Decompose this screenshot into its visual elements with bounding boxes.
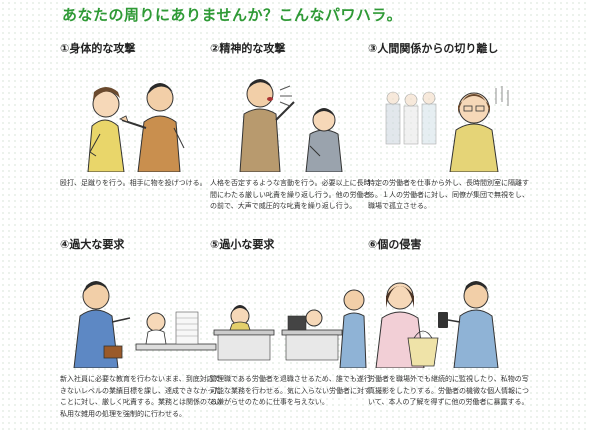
card-insufficient-demands: ⑤過小な要求 管理職である労働者を退職させるため、誰でも遂行可能な業務を行わせる… xyxy=(210,236,380,409)
card-heading: ①身体的な攻撃 xyxy=(60,42,136,55)
illustration-mental-attack xyxy=(210,64,370,172)
illustration-excessive-demands xyxy=(60,260,220,368)
card-description: 人格を否定するような言動を行う。必要以上に長時間にわたる厳しい叱責を繰り返し行う… xyxy=(210,179,371,210)
card-description: 殴打、足蹴りを行う。相手に物を投げつける。 xyxy=(60,179,207,187)
card-description: 管理職である労働者を退職させるため、誰でも遂行可能な業務を行わせる。気に入らない… xyxy=(210,375,371,406)
card-heading: ⑤過小な要求 xyxy=(210,238,275,251)
page-title: あなたの周りにありませんか？こんなパワハラ。 xyxy=(62,6,403,24)
card-mental-attack: ②精神的な攻撃 人格を否定するような言動を行う。必要以上に長時間にわたる厳しい叱… xyxy=(210,40,380,213)
card-privacy-invasion: ⑥個の侵害 労働者を職場外でも継続的に監視したり、私物の写真撮影をしたりする。労… xyxy=(368,236,538,409)
card-heading: ⑥個の侵害 xyxy=(368,238,422,251)
card-excessive-demands: ④過大な要求 新入社員に必要な教育を行わないまま、到底対応できないレベルの業績目… xyxy=(60,236,230,420)
illustration-insufficient-demands xyxy=(210,260,370,368)
card-heading: ②精神的な攻撃 xyxy=(210,42,286,55)
card-description: 労働者を職場外でも継続的に監視したり、私物の写真撮影をしたりする。労働者の機微な… xyxy=(368,375,529,406)
illustration-isolation xyxy=(368,64,528,172)
card-heading: ③人間関係からの切り離し xyxy=(368,42,499,55)
illustration-physical-attack xyxy=(60,64,220,172)
card-heading: ④過大な要求 xyxy=(60,238,125,251)
card-isolation: ③人間関係からの切り離し 特定の労働者を仕事から外し、長時間別室に隔離する。１人… xyxy=(368,40,538,213)
card-physical-attack: ①身体的な攻撃 殴打、足蹴りを行う。相手に物を投げつける。 xyxy=(60,40,230,190)
card-description: 新入社員に必要な教育を行わないまま、到底対応できないレベルの業績目標を課し、達成… xyxy=(60,375,221,418)
card-description: 特定の労働者を仕事から外し、長時間別室に隔離する。１人の労働者に対し、同僚が集団… xyxy=(368,179,529,210)
illustration-privacy-invasion xyxy=(368,260,528,368)
